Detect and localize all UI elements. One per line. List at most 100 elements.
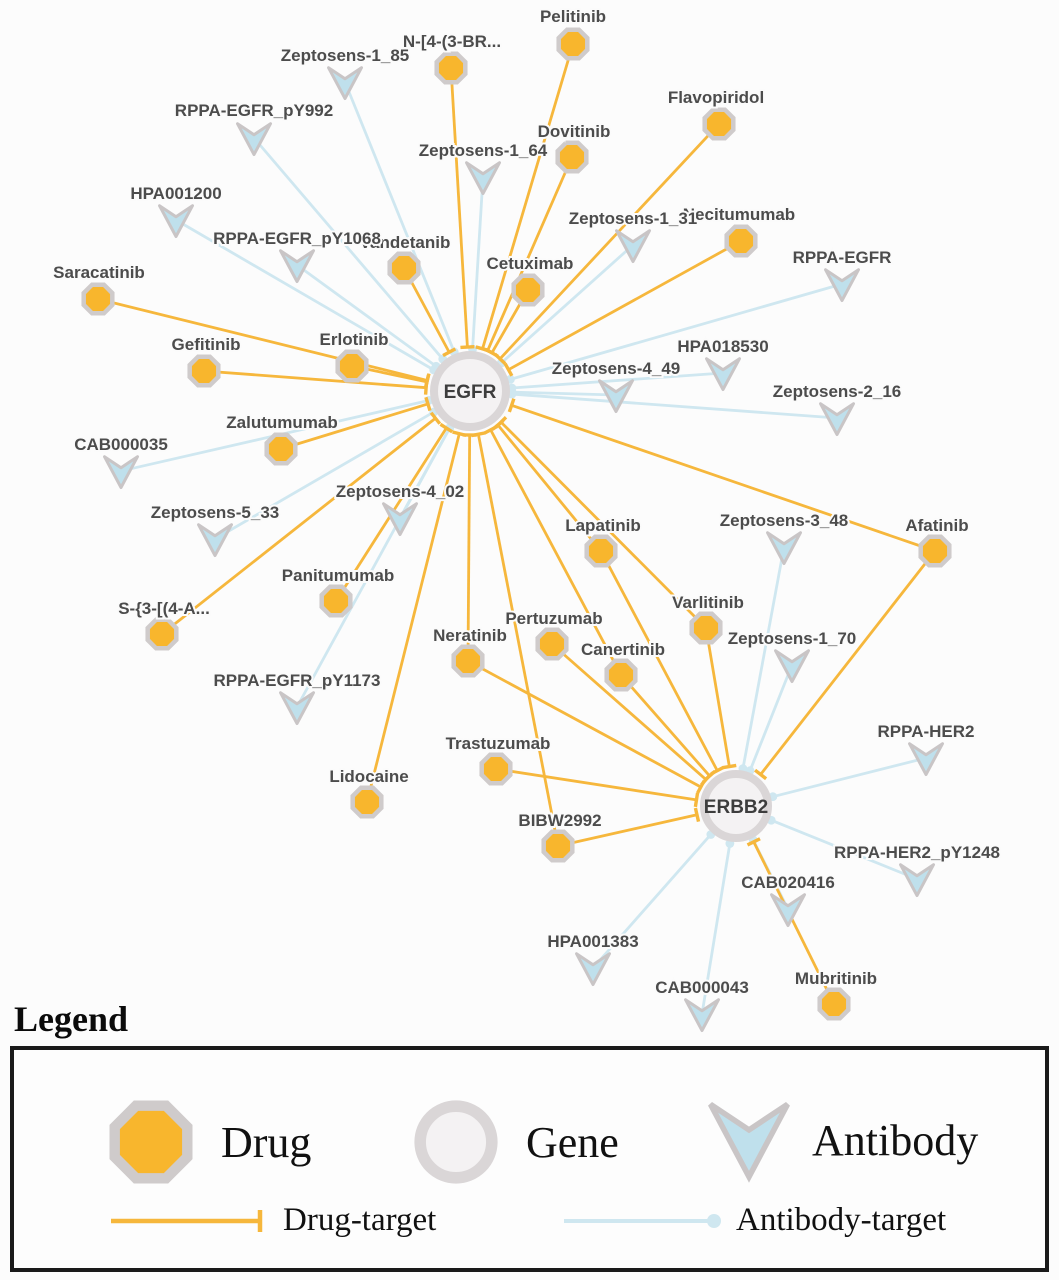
edge-antibody-target: [741, 546, 786, 769]
drug-edge-endpoint-tee: [503, 362, 514, 377]
drug-node-flavopiridol[interactable]: [702, 107, 736, 141]
drug-node-canertinib[interactable]: [604, 658, 638, 692]
antibody-node-rppa-egfr[interactable]: [824, 268, 860, 302]
edge-drug-target: [449, 67, 469, 348]
drug-node-varlitinib[interactable]: [689, 611, 723, 645]
drug-node-afatinib[interactable]: [918, 534, 952, 568]
antibody-node-rppa-egfr-py1068[interactable]: [279, 249, 315, 283]
node-label-gefitinib: Gefitinib: [172, 335, 241, 354]
antibody-node-zeptosens-1-31[interactable]: [615, 229, 651, 263]
drug-node-erlotinib[interactable]: [335, 349, 369, 383]
node-label-zeptosens-5-33: Zeptosens-5_33: [151, 503, 280, 522]
drug-node-saracatinib[interactable]: [81, 282, 115, 316]
drug-node-gefitinib[interactable]: [187, 354, 221, 388]
drug-edge-endpoint-tee: [429, 411, 442, 425]
antibody-node-cab000043[interactable]: [684, 998, 720, 1032]
drug-node-dovitinib[interactable]: [555, 140, 589, 174]
drug-edge-endpoint-tee: [471, 431, 486, 438]
legend-item-antibody: Antibody: [704, 1092, 978, 1188]
legend-gene-label: Gene: [526, 1117, 619, 1167]
antibody-node-cab020416[interactable]: [770, 893, 806, 927]
node-label-n-4-3-br: N-[4-(3-BR...: [403, 32, 501, 51]
legend-item-antibody-target: Antibody-target: [562, 1202, 946, 1239]
edge-antibody-target: [252, 137, 444, 360]
antibody-node-rppa-egfr-py1173[interactable]: [279, 691, 315, 725]
node-label-rppa-egfr-py1068: RPPA-EGFR_pY1068: [213, 229, 381, 248]
drug-edge-endpoint-tee: [693, 792, 700, 808]
gene-node-egfr[interactable]: [430, 351, 510, 431]
drug-node-pertuzumab[interactable]: [535, 627, 569, 661]
antibody-node-zeptosens-1-70[interactable]: [774, 649, 810, 683]
drug-node-cetuximab[interactable]: [511, 273, 545, 307]
drug-edge-endpoint-tee: [746, 837, 761, 847]
drug-edge-endpoint-tee: [424, 396, 432, 412]
drug-node-bibw2992[interactable]: [541, 829, 575, 863]
antibody-node-zeptosens-3-48[interactable]: [766, 531, 802, 565]
edge-antibody-target: [500, 243, 634, 365]
node-label-flavopiridol: Flavopiridol: [668, 88, 764, 107]
drug-node-lapatinib[interactable]: [584, 534, 618, 568]
antibody-node-rppa-egfr-py992[interactable]: [236, 122, 272, 156]
drug-node-neratinib[interactable]: [451, 644, 485, 678]
antibody-node-rppa-her2-py1248[interactable]: [899, 863, 935, 897]
drug-edge-endpoint-tee: [693, 807, 701, 822]
node-label-rppa-egfr-py1173: RPPA-EGFR_pY1173: [214, 671, 381, 690]
edge-drug-target: [466, 434, 472, 662]
node-label-cab000035: CAB000035: [74, 435, 168, 454]
node-label-zeptosens-4-02: Zeptosens-4_02: [336, 482, 465, 501]
node-label-lidocaine: Lidocaine: [329, 767, 408, 786]
drug-node-pelitinib[interactable]: [556, 27, 590, 61]
edge-drug-target: [551, 642, 707, 781]
antibody-node-zeptosens-1-85[interactable]: [327, 66, 363, 100]
node-label-zeptosens-1-64: Zeptosens-1_64: [419, 141, 548, 160]
antibody-node-zeptosens-4-49[interactable]: [598, 379, 634, 413]
drug-node-n-4-3-br[interactable]: [434, 51, 468, 85]
drug-node-trastuzumab[interactable]: [479, 752, 513, 786]
node-label-zeptosens-1-85: Zeptosens-1_85: [281, 46, 410, 65]
node-label-hpa001383: HPA001383: [547, 932, 638, 951]
antibody-node-cab000035[interactable]: [103, 455, 139, 489]
legend-box: Drug Gene Antibody Drug-target: [10, 1046, 1049, 1272]
drug-edge-endpoint-tee: [442, 347, 457, 358]
edge-drug-target: [704, 627, 731, 767]
node-label-rppa-egfr: RPPA-EGFR: [793, 248, 892, 267]
edge-antibody-target: [511, 371, 724, 390]
node-label-cab020416: CAB020416: [741, 873, 835, 892]
drug-node-s-3-4-a[interactable]: [145, 617, 179, 651]
drug-node-necitumumab[interactable]: [724, 224, 758, 258]
edge-drug-target: [752, 841, 836, 1005]
edge-antibody-target: [471, 176, 485, 350]
edge-drug-target: [496, 424, 603, 552]
node-label-afatinib: Afatinib: [905, 516, 968, 535]
edge-antibody-target: [295, 427, 452, 708]
antibody-target-edge-icon: [564, 1213, 721, 1228]
drug-node-zalutumumab[interactable]: [264, 432, 298, 466]
legend-item-drug-target: Drug-target: [109, 1202, 436, 1239]
legend-title: Legend: [14, 999, 129, 1039]
drug-node-lidocaine[interactable]: [350, 785, 384, 819]
edge-drug-target: [280, 402, 429, 451]
drug-node-mubritinib[interactable]: [817, 987, 851, 1021]
drug-node-vandetanib[interactable]: [387, 251, 421, 285]
drug-edge-endpoint-tee: [423, 374, 431, 390]
node-label-zeptosens-4-49: Zeptosens-4_49: [552, 359, 681, 378]
node-label-dovitinib: Dovitinib: [538, 122, 611, 141]
antibody-node-zeptosens-1-64[interactable]: [465, 161, 501, 195]
antibody-node-hpa001383[interactable]: [575, 952, 611, 986]
antibody-node-hpa001200[interactable]: [158, 204, 194, 238]
label-layer: EGFRERBB2PelitinibN-[4-(3-BR...Flavopiri…: [51, 5, 1002, 999]
edge-antibody-target: [700, 843, 732, 1015]
gene-node-label: EGFR: [444, 382, 497, 403]
gene-node-erbb2[interactable]: [700, 770, 772, 842]
edge-drug-target: [498, 123, 721, 360]
antibody-node-zeptosens-4-02[interactable]: [382, 502, 418, 536]
antibody-node-zeptosens-5-33[interactable]: [197, 523, 233, 557]
antibody-node-zeptosens-2-16[interactable]: [819, 402, 855, 436]
drug-edge-endpoint-tee: [722, 763, 737, 770]
antibody-node-rppa-her2[interactable]: [908, 742, 944, 776]
drug-edge-endpoint-tee: [460, 344, 475, 350]
legend-item-gene: Gene: [404, 1090, 619, 1194]
drug-node-panitumumab[interactable]: [319, 584, 353, 618]
antibody-node-hpa018530[interactable]: [705, 357, 741, 391]
